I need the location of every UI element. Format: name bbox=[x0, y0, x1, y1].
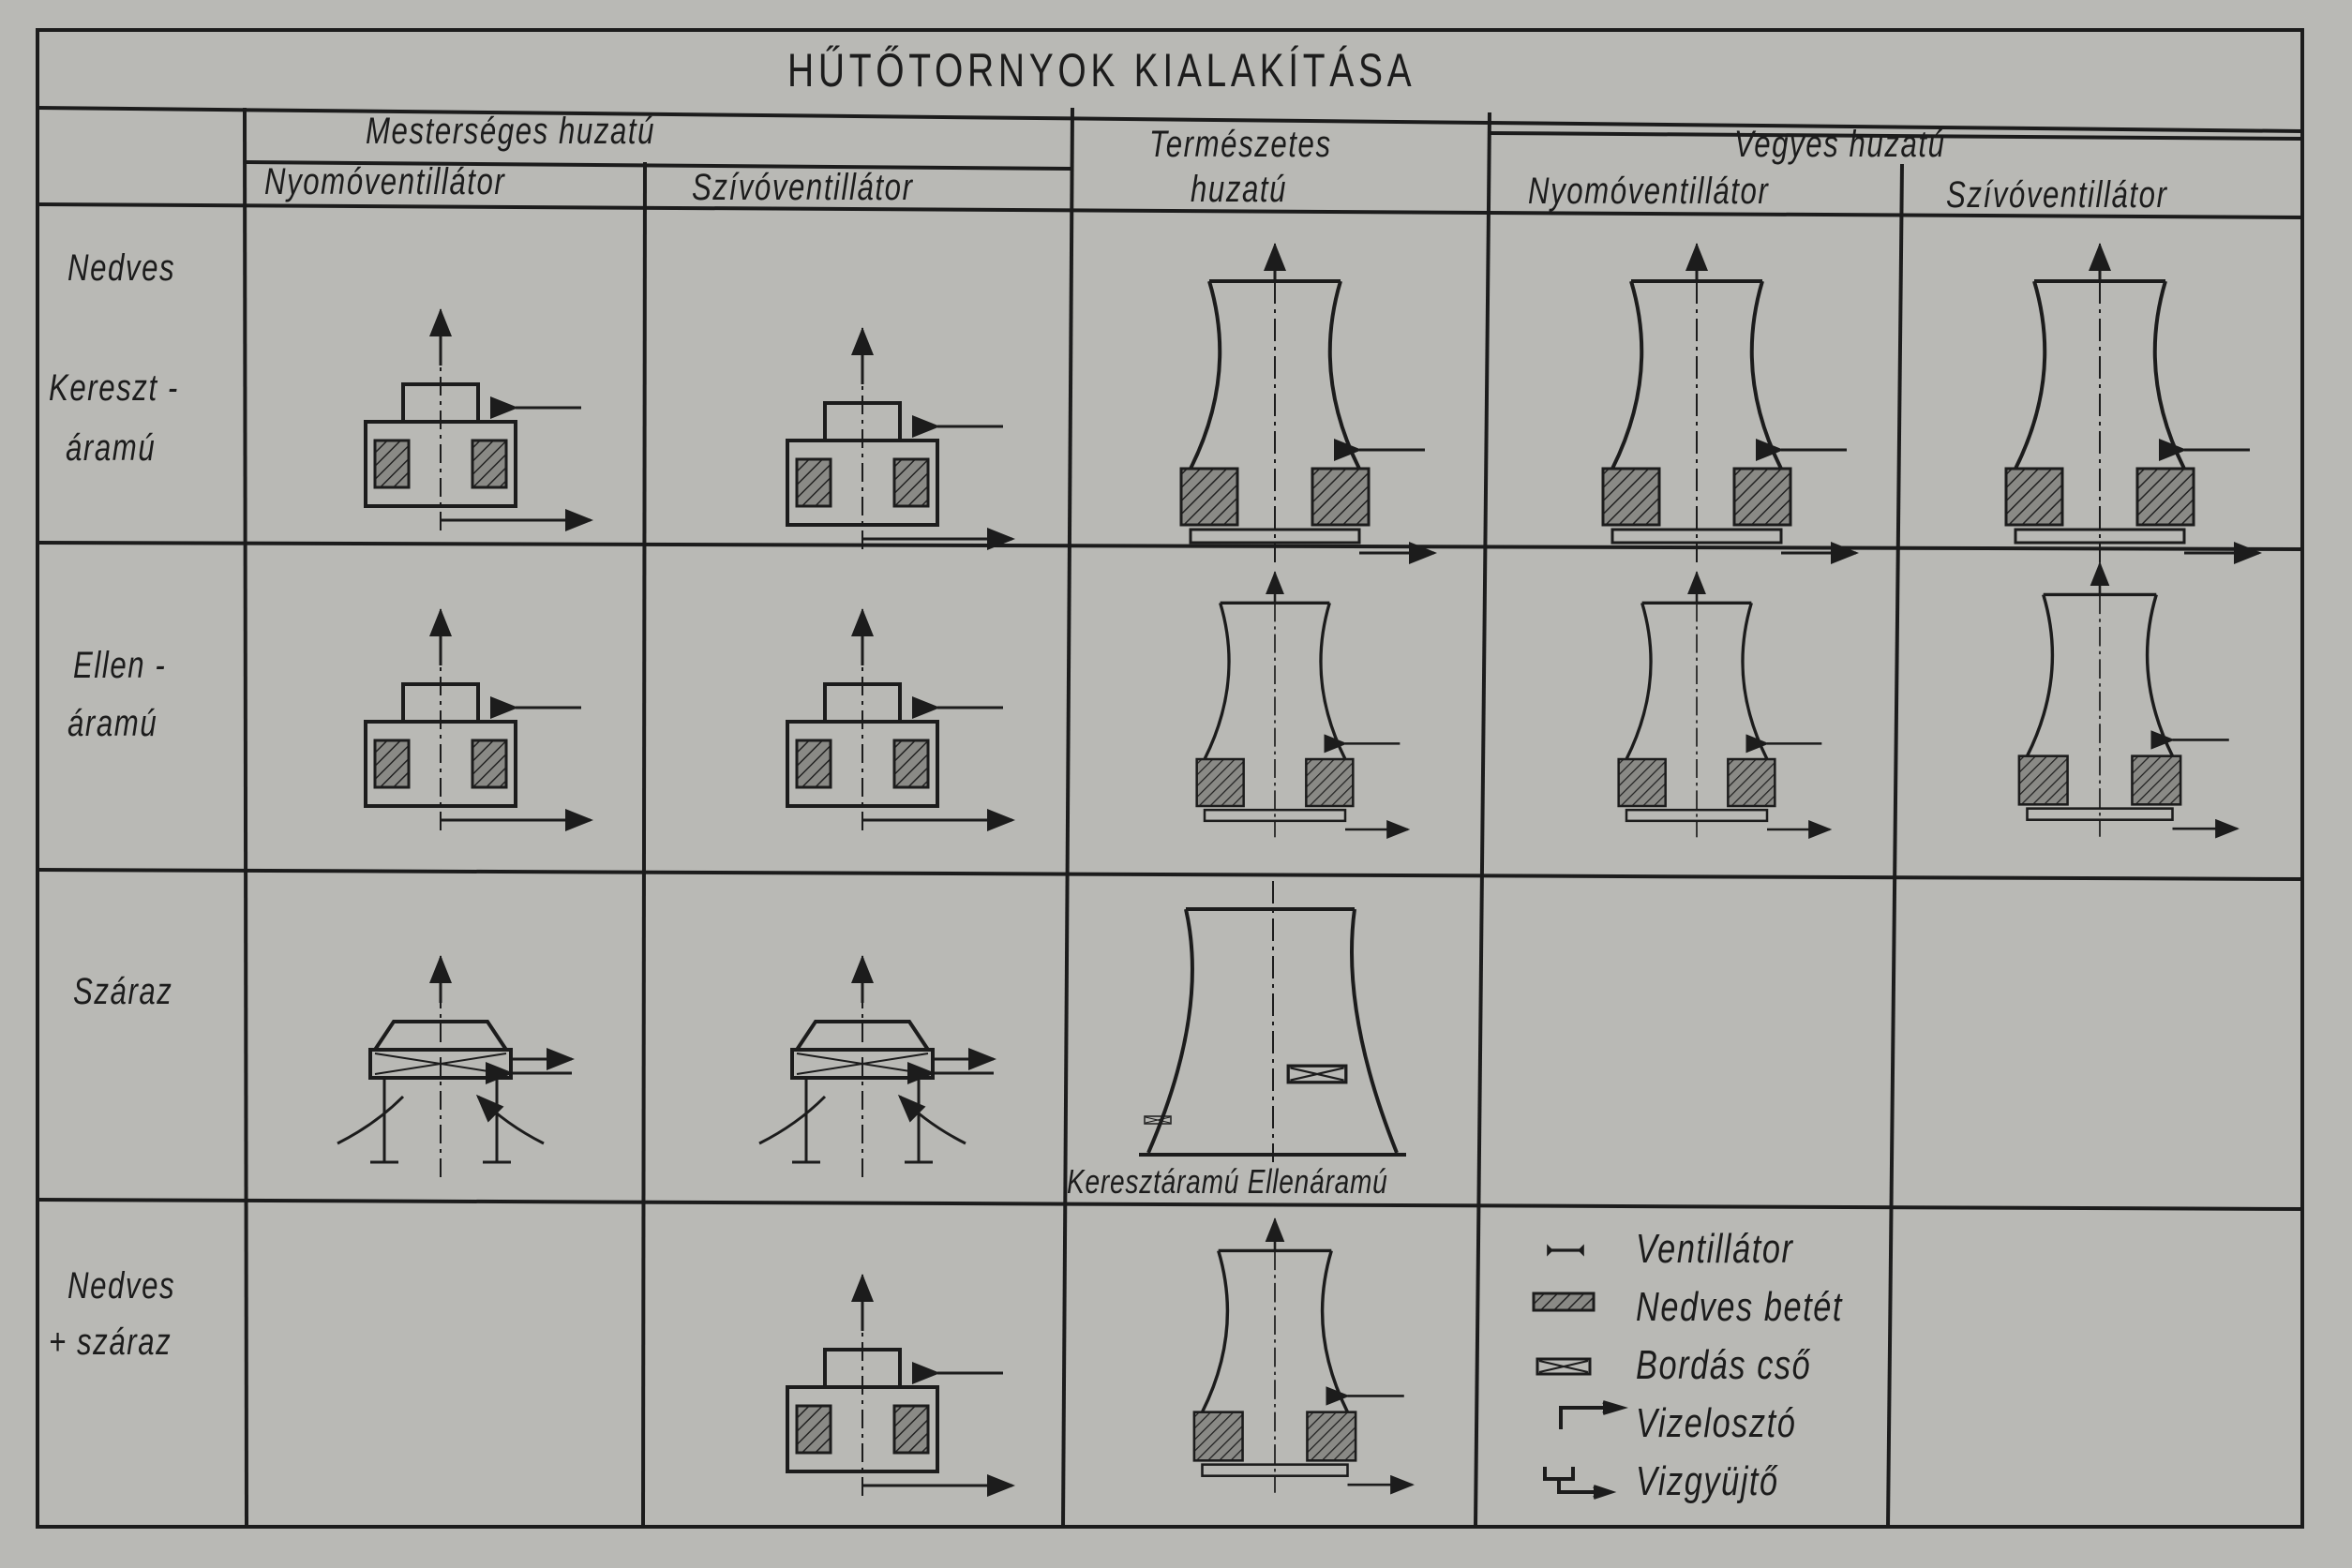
fan-icon bbox=[1545, 1242, 1586, 1259]
header-natural-draft-line1: Természetes bbox=[1149, 124, 1332, 165]
tower-natural-crossflow bbox=[1181, 244, 1434, 562]
tower-hybrid-induced-crossflow bbox=[2006, 244, 2259, 562]
tower-mech-induced-crossflow bbox=[787, 328, 1012, 553]
row-label-crossflow-2: áramú bbox=[66, 427, 157, 469]
dry-natural-caption: Keresztáramú Ellenáramú bbox=[1067, 1162, 1388, 1201]
header-mech-induced-fan: Szívóventillátor bbox=[692, 167, 914, 208]
tower-hybrid-induced-counterflow bbox=[2019, 562, 2238, 837]
water-distributor-icon bbox=[1559, 1400, 1628, 1429]
tower-mech-induced-hybrid bbox=[787, 1275, 1012, 1500]
row-label-crossflow-1: Kereszt - bbox=[49, 367, 179, 409]
tower-hybrid-forced-crossflow bbox=[1603, 244, 1856, 562]
row-label-hybrid-1: Nedves bbox=[67, 1265, 176, 1307]
table-grid-lines bbox=[36, 28, 2304, 1529]
tower-mech-forced-counterflow bbox=[366, 609, 591, 834]
legend-finned-tube-label: Bordás cső bbox=[1636, 1342, 1812, 1388]
header-hybrid-forced-fan: Nyomóventillátor bbox=[1528, 171, 1770, 212]
header-natural-draft-line2: huzatú bbox=[1191, 169, 1288, 210]
row-label-hybrid-2: + száraz bbox=[49, 1322, 172, 1363]
page-title: HŰTŐTORNYOK KIALAKÍTÁSA bbox=[787, 44, 1416, 97]
finned-tube-icon bbox=[1536, 1357, 1592, 1376]
tower-mech-forced-dry bbox=[337, 956, 572, 1181]
header-mech-forced-fan: Nyomóventillátor bbox=[264, 161, 506, 202]
tower-hybrid-forced-counterflow bbox=[1619, 572, 1830, 837]
legend-wet-fill-label: Nedves betét bbox=[1636, 1284, 1843, 1330]
legend-fan-label: Ventillátor bbox=[1636, 1226, 1794, 1272]
tower-mech-induced-counterflow bbox=[787, 609, 1012, 834]
tower-natural-hybrid bbox=[1194, 1218, 1413, 1493]
water-collector-icon bbox=[1543, 1467, 1617, 1500]
legend-water-distributor-label: Vizelosztó bbox=[1636, 1400, 1797, 1446]
header-mechanical-draft: Mesterséges huzatú bbox=[366, 111, 656, 152]
tower-mech-forced-crossflow bbox=[366, 309, 591, 534]
row-label-wet: Nedves bbox=[67, 247, 176, 289]
wet-fill-icon bbox=[1532, 1292, 1595, 1312]
row-label-counterflow-1: Ellen - bbox=[73, 645, 167, 686]
tower-natural-counterflow bbox=[1197, 572, 1408, 837]
tower-mech-induced-dry bbox=[759, 956, 994, 1181]
row-label-counterflow-2: áramú bbox=[67, 703, 158, 744]
row-label-dry: Száraz bbox=[73, 971, 173, 1012]
header-hybrid-draft: Vegyes huzatú bbox=[1734, 124, 1946, 165]
header-hybrid-induced-fan: Szívóventillátor bbox=[1946, 174, 2168, 216]
tower-natural-dry bbox=[1139, 881, 1406, 1162]
legend-water-collector-label: Vizgyüjtő bbox=[1636, 1458, 1779, 1504]
